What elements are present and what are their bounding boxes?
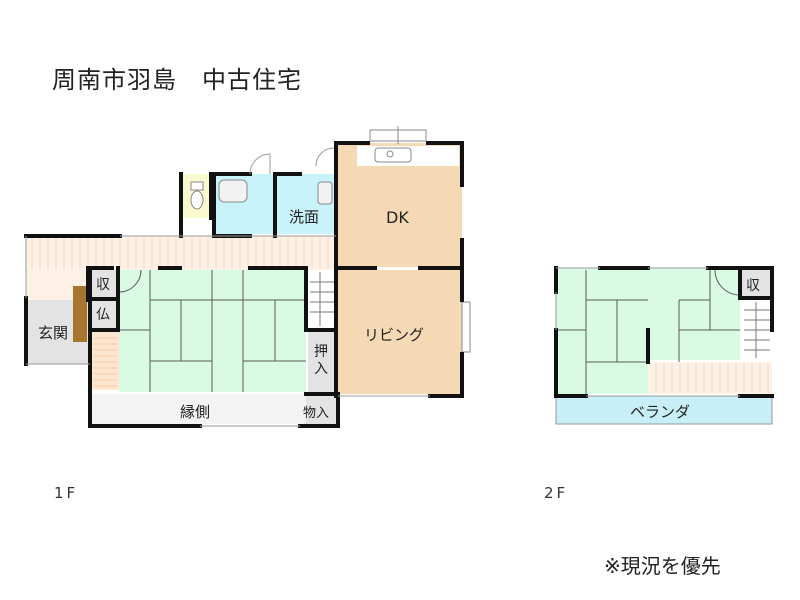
room-2f-storage <box>742 270 770 298</box>
label-dk: DK <box>386 208 409 227</box>
label-washroom: 洗面 <box>289 208 320 226</box>
label-monoire: 物入 <box>303 406 330 421</box>
disclaimer-note: ※現況を優先 <box>604 554 721 578</box>
room-monoire <box>306 396 338 424</box>
floor-label-2f: 2F <box>544 484 569 502</box>
corridor <box>26 236 338 270</box>
room-2f-washitsu-2 <box>648 268 740 360</box>
room-washitsu-2 <box>212 270 306 392</box>
room-butsudan <box>92 300 117 328</box>
label-living: リビング <box>364 326 425 344</box>
room-engawa <box>92 394 306 424</box>
room-storage-1f <box>92 270 117 298</box>
room-2f-washitsu-1 <box>556 268 648 360</box>
room-washitsu-1 <box>119 270 212 392</box>
label-oshiire-1: 押 <box>314 344 328 360</box>
page-title: 周南市羽島 中古住宅 <box>52 66 302 94</box>
label-engawa: 縁側 <box>180 403 211 421</box>
label-genkan: 玄関 <box>38 324 69 342</box>
room-oshiire <box>308 330 336 394</box>
label-veranda: ベランダ <box>630 403 691 421</box>
hallway-2f <box>648 362 772 394</box>
floor-label-1f: 1F <box>54 484 79 502</box>
label-oshiire: 押 入 <box>314 344 330 378</box>
label-storage-2f: 収 <box>746 278 760 294</box>
label-oshiire-2: 入 <box>314 361 328 377</box>
floor-plan-2f <box>554 266 774 425</box>
label-storage-1f: 収 <box>96 277 110 293</box>
shoe-cabinet <box>73 286 87 342</box>
floor-plan-1f <box>24 126 471 428</box>
stairs-1f <box>308 270 336 328</box>
room-living <box>338 270 462 394</box>
label-butsudan: 仏 <box>96 307 110 323</box>
